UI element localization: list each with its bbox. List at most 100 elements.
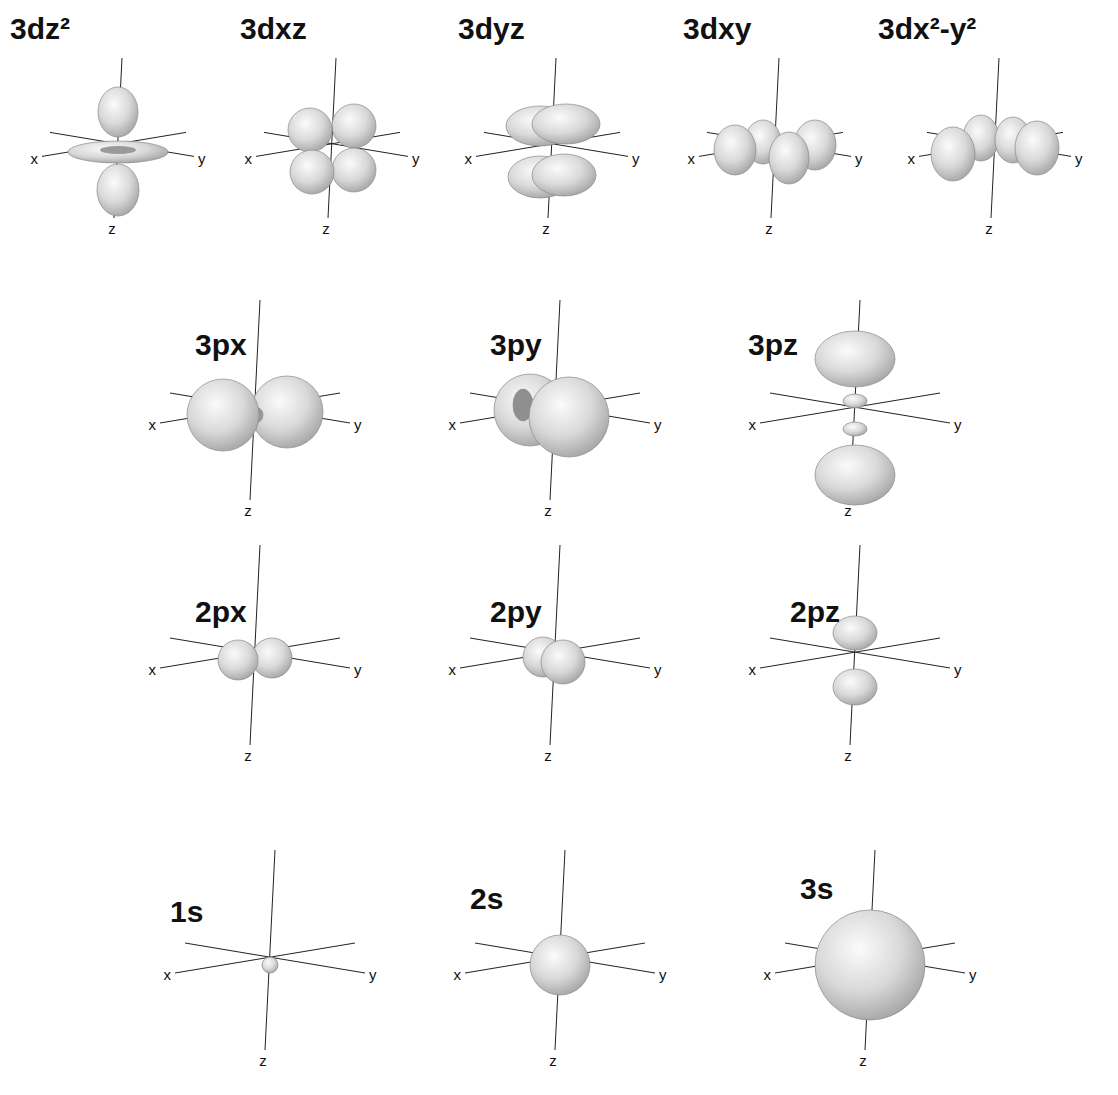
orbital-label: 3pz [748, 328, 798, 363]
orbital-lobe [1015, 121, 1059, 175]
orbital-lobe [529, 377, 609, 457]
axis-label: z [544, 747, 552, 764]
orbital-3dyz [506, 104, 600, 198]
axis-set [476, 58, 628, 218]
axis-set [760, 545, 950, 745]
orbital-label: 3dxz [240, 12, 307, 47]
axis-label: x [149, 416, 157, 433]
orbital-label: 3dz² [10, 12, 70, 47]
orbital-3py [494, 374, 609, 457]
axis-label: y [954, 416, 962, 433]
orbital-3dz2 [68, 87, 168, 216]
axis-set [699, 58, 851, 218]
axis-set [775, 850, 965, 1050]
axis-label: y [654, 416, 662, 433]
axis-label: z [542, 220, 550, 237]
orbital-3dxy [714, 120, 836, 184]
axis-label: x [749, 661, 757, 678]
axis-label: x [465, 150, 473, 167]
orbital-label: 1s [170, 895, 203, 930]
orbital-label: 3dx²-y² [878, 12, 976, 47]
orbital-2px [218, 638, 292, 680]
axis-label: z [765, 220, 773, 237]
axis-label: x [31, 150, 39, 167]
axis-set [175, 850, 365, 1050]
axes [42, 58, 1071, 1050]
orbital-lobe [833, 669, 877, 705]
orbital-lobe [332, 104, 376, 148]
orbital-lobe [187, 379, 259, 451]
axis-label: x [454, 966, 462, 983]
axis-label: z [108, 220, 116, 237]
orbital-lobe [931, 127, 975, 181]
orbital-lobe [332, 148, 376, 192]
axis-label: x [749, 416, 757, 433]
axis-set [460, 300, 650, 500]
orbital-lobe [68, 141, 168, 163]
axis-label: y [954, 661, 962, 678]
orbital-label: 3dxy [683, 12, 751, 47]
orbital-label: 2pz [790, 595, 840, 630]
orbital-lobe [843, 394, 867, 408]
orbital-lobe [541, 640, 585, 684]
axis-label: z [322, 220, 330, 237]
orbital-3dx2y2 [931, 115, 1059, 181]
axis-label: z [549, 1052, 557, 1069]
axis-label: x [908, 150, 916, 167]
axis-label: z [859, 1052, 867, 1069]
orbital-3pz [815, 331, 895, 505]
axis-label: x [164, 966, 172, 983]
orbital-label: 3s [800, 872, 833, 907]
axis-label: z [244, 502, 252, 519]
orbital-lobe [97, 164, 139, 216]
orbital-lobe [769, 132, 809, 184]
orbital-lobe [815, 331, 895, 387]
orbital-lobe [532, 104, 600, 144]
axis-label: y [198, 150, 206, 167]
axis-label: x [449, 416, 457, 433]
orbital-lobe [262, 957, 278, 973]
axis-label: y [1075, 150, 1083, 167]
orbital-lobe [532, 154, 596, 196]
orbital-lobe [288, 108, 332, 152]
axis-label: y [659, 966, 667, 983]
orbital-lobe [218, 640, 258, 680]
orbital-label: 2px [195, 595, 247, 630]
axis-set [256, 58, 408, 218]
axis-label: y [969, 966, 977, 983]
orbital-2s [530, 935, 590, 995]
axis-label: z [244, 747, 252, 764]
axis-label: y [412, 150, 420, 167]
orbital-label: 3py [490, 328, 542, 363]
orbital-lobe [290, 150, 334, 194]
axis-label: x [764, 966, 772, 983]
axis-set [160, 545, 350, 745]
axis-label: y [354, 661, 362, 678]
orbital-2py [523, 637, 585, 684]
axis-label: x [245, 150, 253, 167]
orbital-label: 2py [490, 595, 542, 630]
orbital-3dxz [288, 104, 376, 194]
orbital-1s [262, 957, 278, 973]
orbital-3px [187, 376, 323, 451]
orbital-lobe [843, 422, 867, 436]
axis-label: y [369, 966, 377, 983]
orbital-lobe [714, 125, 756, 175]
axis-label: y [354, 416, 362, 433]
axis-label: z [544, 502, 552, 519]
axis-set [465, 850, 655, 1050]
axis-label: y [855, 150, 863, 167]
orbital-3s [815, 910, 925, 1020]
orbital-label: 2s [470, 882, 503, 917]
orbital-lobe [100, 146, 136, 154]
axis-label: y [632, 150, 640, 167]
axis-set [919, 58, 1071, 218]
axis-label: z [844, 747, 852, 764]
orbital-lobe [98, 87, 138, 137]
orbital-label: 3px [195, 328, 247, 363]
orbital-lobe [815, 445, 895, 505]
axis-label: z [844, 502, 852, 519]
axis-set [42, 58, 194, 218]
